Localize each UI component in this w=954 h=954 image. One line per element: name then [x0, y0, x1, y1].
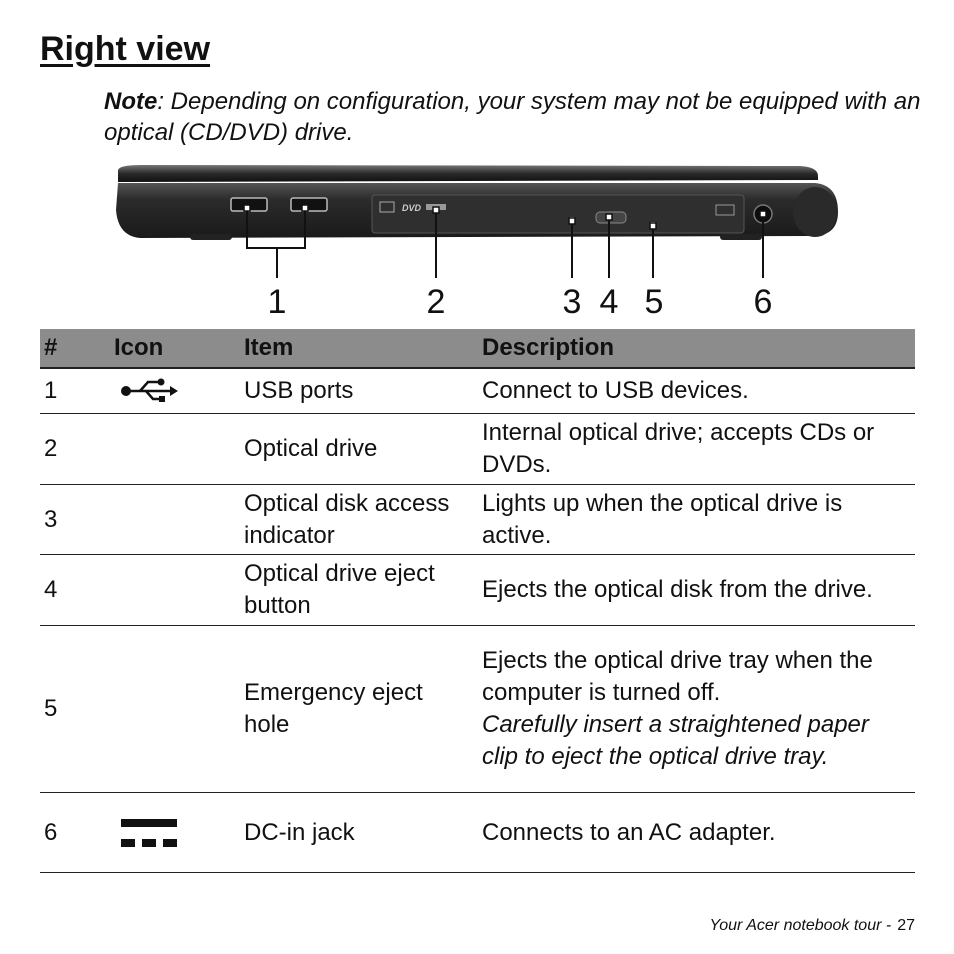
page-footer: Your Acer notebook tour - 27 [709, 917, 915, 935]
callout-number-2: 2 [426, 283, 446, 321]
row-icon-cell [110, 484, 240, 555]
callout-anchor [243, 204, 251, 212]
row-number: 1 [40, 368, 110, 414]
row-number: 3 [40, 484, 110, 555]
table-row: 2 Optical drive Internal optical drive; … [40, 413, 915, 485]
ports-table: # Icon Item Description 1 USB ports Con [40, 329, 915, 873]
laptop-illustration: DVD [116, 165, 838, 278]
dvd-logo-text: DVD [402, 203, 422, 213]
row-description-text: Ejects the optical drive tray when the c… [482, 647, 873, 706]
row-icon-cell [110, 413, 240, 485]
row-description: Lights up when the optical drive is acti… [478, 484, 915, 555]
note-label: Note [104, 88, 158, 115]
row-description: Ejects the optical disk from the drive. [478, 554, 915, 626]
page-number: 27 [897, 917, 915, 934]
row-icon-cell [110, 625, 240, 793]
row-description: Ejects the optical drive tray when the c… [478, 625, 915, 793]
callout-anchor [605, 213, 613, 221]
table-row: 5 Emergency eject hole Ejects the optica… [40, 625, 915, 793]
callout-anchor [301, 204, 309, 212]
row-item: DC-in jack [240, 792, 478, 873]
callout-anchor [568, 217, 576, 225]
callout-anchor [432, 206, 440, 214]
callout-number-4: 4 [599, 283, 619, 321]
row-number: 4 [40, 554, 110, 626]
header-icon: Icon [110, 329, 240, 369]
row-icon-cell [110, 554, 240, 626]
rubber-foot [720, 234, 762, 240]
row-description: Connect to USB devices. [478, 368, 915, 414]
note-text: : Depending on configuration, your syste… [104, 88, 921, 146]
callout-anchors [243, 204, 767, 230]
footer-text: Your Acer notebook tour - [709, 917, 892, 934]
table-header-row: # Icon Item Description [40, 329, 915, 369]
callout-number-6: 6 [753, 283, 773, 321]
drive-label-icon [715, 204, 735, 216]
usb-port-2 [290, 197, 328, 212]
row-description: Connects to an AC adapter. [478, 792, 915, 873]
header-description: Description [478, 329, 915, 369]
callout-number-1: 1 [267, 283, 287, 321]
drive-logo-icon [379, 201, 395, 213]
row-item: Optical disk access indicator [240, 484, 478, 555]
callout-anchor [649, 222, 657, 230]
row-description-caution: Carefully insert a straightened paper cl… [482, 711, 869, 770]
rubber-foot [190, 234, 232, 240]
laptop-hinge [793, 187, 837, 237]
optical-drive-bezel [371, 194, 745, 234]
callout-number-5: 5 [644, 283, 664, 321]
row-description: Internal optical drive; accepts CDs or D… [478, 413, 915, 485]
table-row: 3 Optical disk access indicator Lights u… [40, 484, 915, 555]
laptop-lid [118, 165, 818, 182]
page-title: Right view [40, 30, 211, 68]
row-icon-cell [110, 792, 240, 873]
callout-anchor [759, 210, 767, 218]
row-item: Optical drive [240, 413, 478, 485]
header-item: Item [240, 329, 478, 369]
row-number: 6 [40, 792, 110, 873]
row-item: Emergency eject hole [240, 625, 478, 793]
table-row: 4 Optical drive eject button Ejects the … [40, 554, 915, 626]
callout-lines [246, 208, 764, 278]
row-icon-cell [110, 368, 240, 414]
table-row: 6 DC-in jack Connects to an AC adapter. [40, 792, 915, 873]
table-row: 1 USB ports Connect to USB devices. [40, 368, 915, 414]
header-number: # [40, 329, 110, 369]
callout-number-3: 3 [562, 283, 582, 321]
row-item: USB ports [240, 368, 478, 414]
usb-icon [121, 378, 178, 402]
row-number: 2 [40, 413, 110, 485]
row-number: 5 [40, 625, 110, 793]
row-item: Optical drive eject button [240, 554, 478, 626]
laptop-right-view-figure: DVD [0, 150, 954, 330]
note-paragraph: Note: Depending on configuration, your s… [104, 86, 924, 148]
dc-icon [121, 818, 177, 847]
